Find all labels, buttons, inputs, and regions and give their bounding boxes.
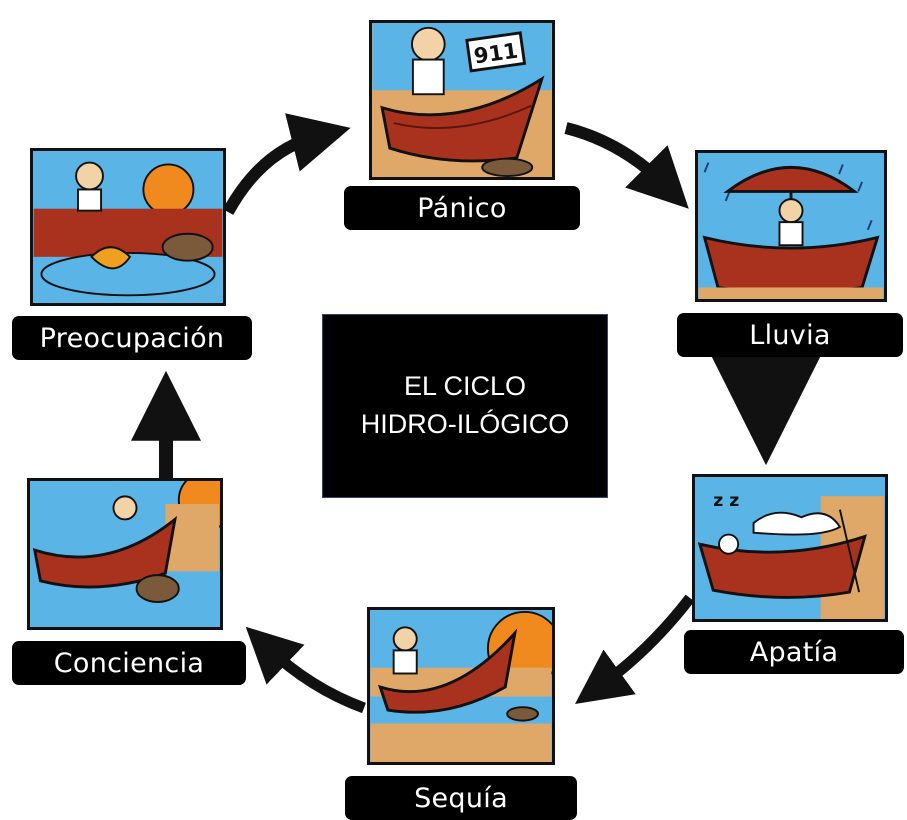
panel-panico: 911 bbox=[369, 20, 555, 180]
title-line-2: HIDRO-ILÓGICO bbox=[360, 409, 570, 439]
sun bbox=[142, 163, 195, 216]
label-sequia: Sequía bbox=[345, 776, 577, 820]
label-conciencia: Conciencia bbox=[12, 641, 246, 685]
center-title-box: EL CICLO HIDRO-ILÓGICO bbox=[322, 314, 608, 498]
arrow-apatia-to-sequia bbox=[575, 594, 695, 705]
panel-lluvia bbox=[695, 150, 887, 302]
svg-text:z z: z z bbox=[713, 491, 739, 511]
label-lluvia: Lluvia bbox=[677, 313, 903, 357]
apatia-illustration: z z bbox=[697, 491, 885, 619]
panel-conciencia bbox=[27, 478, 223, 630]
arrow-sequia-to-conciencia bbox=[245, 626, 366, 714]
title-line-1: EL CICLO bbox=[403, 371, 527, 402]
label-preocupacion: Preocupación bbox=[12, 316, 252, 360]
arrow-panico-to-lluvia bbox=[564, 122, 689, 209]
person-head bbox=[410, 26, 446, 62]
panel-sequia bbox=[367, 607, 555, 765]
panel-apatia: z z bbox=[692, 474, 888, 622]
panel-preocupacion bbox=[30, 148, 226, 306]
preocupacion-illustration bbox=[33, 161, 223, 297]
panico-illustration bbox=[372, 23, 552, 177]
label-panico: Pánico bbox=[344, 186, 580, 230]
arrow-preocupacion-to-panico bbox=[222, 113, 351, 215]
conciencia-illustration bbox=[32, 481, 220, 603]
label-apatia: Apatía bbox=[684, 630, 904, 674]
lluvia-illustration bbox=[698, 162, 884, 299]
umbrella bbox=[723, 166, 859, 193]
sequia-illustration bbox=[370, 610, 552, 762]
